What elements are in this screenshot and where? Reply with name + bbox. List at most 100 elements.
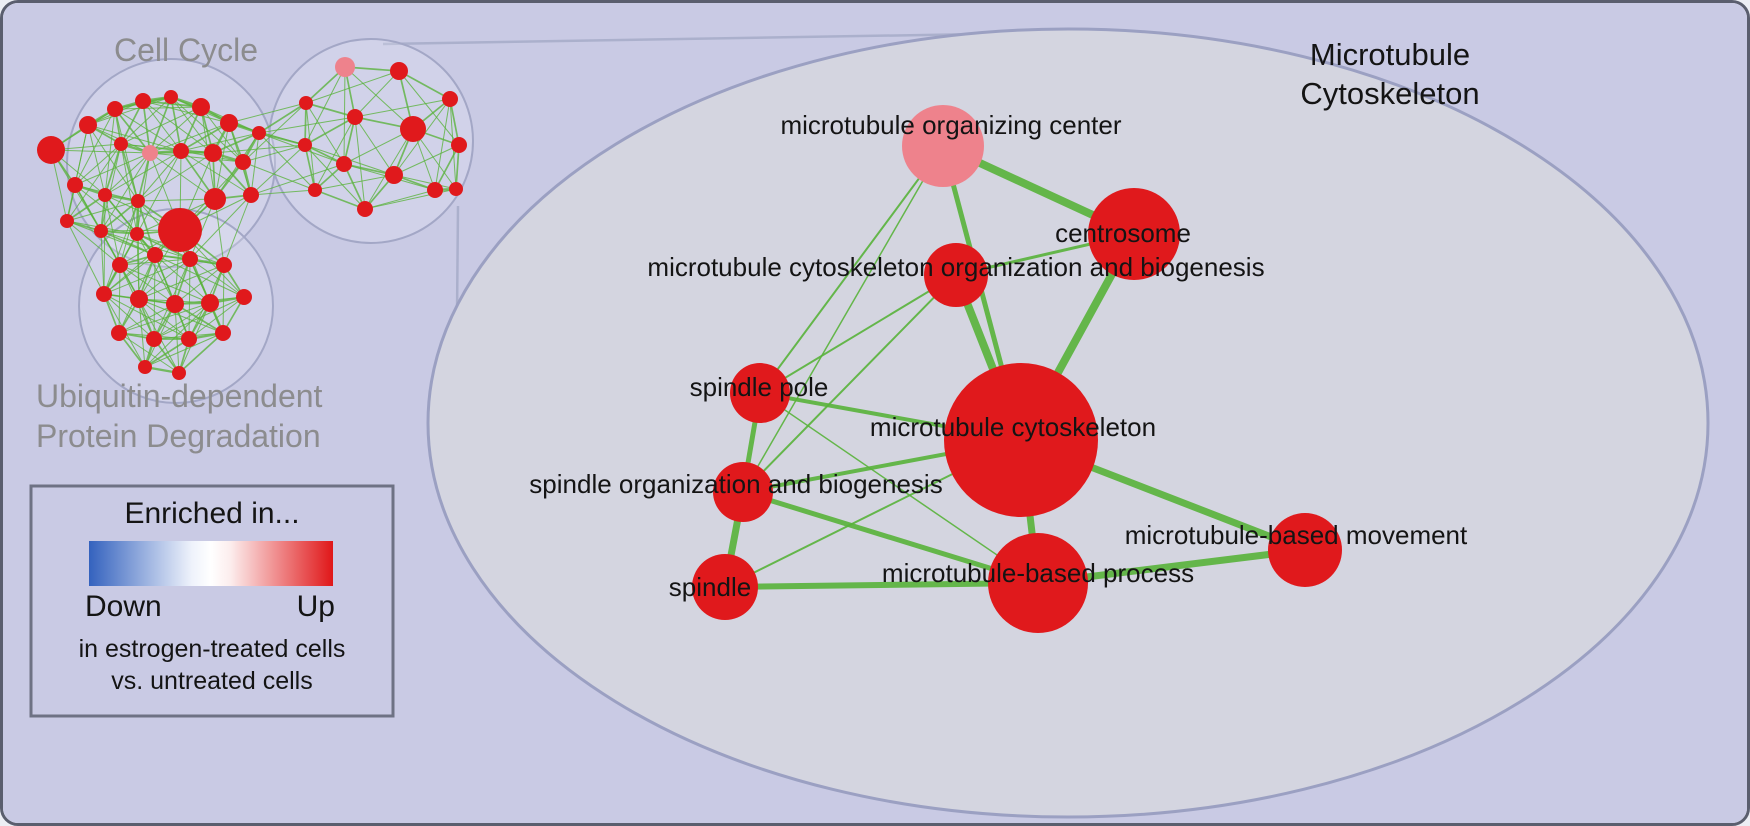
mini-node-18[interactable] — [60, 214, 74, 228]
mini-edge-16-39 — [214, 198, 225, 266]
node-mbp[interactable] — [988, 533, 1088, 633]
mini-edge-17-29 — [250, 144, 306, 196]
mini-node-33[interactable] — [449, 182, 463, 196]
mini-node-37[interactable] — [147, 247, 163, 263]
mini-edge-40-47 — [103, 293, 190, 340]
mini-edge-42-45 — [118, 303, 176, 334]
mini-node-4[interactable] — [164, 90, 178, 104]
mini-node-8[interactable] — [114, 137, 128, 151]
node-sob[interactable] — [713, 462, 773, 522]
mini-edge-0-9 — [50, 149, 151, 154]
mini-node-19[interactable] — [94, 224, 108, 238]
node-mc[interactable] — [944, 363, 1098, 517]
mini-edge-31-33 — [393, 174, 457, 190]
mini-edge-7-26 — [258, 116, 356, 134]
node-moc[interactable] — [902, 105, 984, 187]
mini-node-27[interactable] — [400, 116, 426, 142]
mini-edge-36-43 — [119, 264, 211, 304]
mini-node-41[interactable] — [130, 290, 148, 308]
mini-edge-23-26 — [354, 70, 400, 118]
mini-edge-23-28 — [398, 70, 460, 146]
mini-edge-43-45 — [118, 302, 211, 334]
mini-node-47[interactable] — [181, 331, 197, 347]
mini-edge-4-9 — [149, 96, 172, 154]
mini-edge-3-10 — [142, 100, 182, 152]
mini-edge-38-47 — [188, 258, 191, 340]
node-spindle[interactable] — [692, 554, 758, 620]
mini-node-31[interactable] — [385, 166, 403, 184]
mini-edge-25-29 — [304, 102, 307, 146]
mini-edge-39-41 — [138, 264, 225, 300]
mini-node-28[interactable] — [451, 137, 467, 153]
mini-node-13[interactable] — [67, 177, 83, 193]
mini-node-10[interactable] — [173, 143, 189, 159]
mini-node-35[interactable] — [308, 183, 322, 197]
mini-node-2[interactable] — [107, 101, 123, 117]
mini-node-3[interactable] — [135, 93, 151, 109]
mini-edge-9-16 — [149, 152, 216, 200]
mini-node-38[interactable] — [182, 251, 198, 267]
cell-cycle-cluster-label: Cell Cycle — [114, 32, 258, 68]
mini-edge-8-14 — [104, 143, 122, 196]
mini-node-48[interactable] — [215, 325, 231, 341]
mini-edge-17-38 — [189, 194, 252, 260]
edge-moc-sob — [742, 145, 944, 493]
mini-node-0[interactable] — [37, 136, 65, 164]
mini-edge-4-8 — [120, 96, 172, 145]
mini-node-21[interactable] — [158, 208, 202, 252]
mini-node-23[interactable] — [390, 62, 408, 80]
mini-node-11[interactable] — [204, 144, 222, 162]
mini-edge-12-35 — [242, 161, 316, 191]
legend: Enriched in... Down Up in estrogen-treat… — [29, 484, 395, 718]
mini-node-39[interactable] — [216, 257, 232, 273]
main-network-labels: microtubule organizing centercentrosomem… — [529, 110, 1468, 602]
mini-node-40[interactable] — [96, 286, 112, 302]
mini-node-12[interactable] — [235, 154, 251, 170]
mini-node-34[interactable] — [357, 201, 373, 217]
mini-node-9[interactable] — [142, 145, 158, 161]
mini-node-32[interactable] — [427, 182, 443, 198]
mini-node-46[interactable] — [146, 331, 162, 347]
edge-moc-spindle_pole — [759, 145, 944, 394]
mini-node-6[interactable] — [220, 114, 238, 132]
mini-node-25[interactable] — [299, 96, 313, 110]
mini-edge-43-49 — [144, 302, 211, 368]
mini-node-17[interactable] — [243, 187, 259, 203]
mini-edge-36-42 — [119, 264, 176, 305]
node-centrosome[interactable] — [1088, 188, 1180, 280]
mini-node-50[interactable] — [172, 366, 186, 380]
mini-edge-37-44 — [154, 254, 245, 298]
node-spindle_pole[interactable] — [730, 363, 790, 423]
mini-edge-44-47 — [188, 296, 245, 340]
mini-node-15[interactable] — [131, 194, 145, 208]
legend-caption-line1: in estrogen-treated cells — [79, 635, 346, 663]
mini-node-45[interactable] — [111, 325, 127, 341]
mini-edge-7-17 — [250, 132, 260, 196]
mini-node-29[interactable] — [298, 138, 312, 152]
mini-edge-2-14 — [104, 108, 116, 196]
mini-edge-24-32 — [434, 98, 451, 191]
node-mco[interactable] — [924, 243, 988, 307]
mini-node-36[interactable] — [112, 257, 128, 273]
mini-node-24[interactable] — [442, 91, 458, 107]
mini-node-16[interactable] — [204, 188, 226, 210]
mini-node-44[interactable] — [236, 289, 252, 305]
mini-node-49[interactable] — [138, 360, 152, 374]
mini-edge-32-34 — [364, 189, 436, 210]
mini-node-7[interactable] — [252, 126, 266, 140]
mini-node-30[interactable] — [336, 156, 352, 172]
mini-edge-9-20 — [136, 152, 151, 235]
mini-node-1[interactable] — [79, 116, 97, 134]
mini-node-43[interactable] — [201, 294, 219, 312]
mini-node-14[interactable] — [98, 188, 112, 202]
mini-node-26[interactable] — [347, 109, 363, 125]
mini-edge-3-9 — [142, 100, 151, 154]
node-mbm[interactable] — [1268, 513, 1342, 587]
mini-node-20[interactable] — [130, 227, 144, 241]
mini-node-22[interactable] — [335, 57, 355, 77]
mini-edge-3-11 — [142, 100, 214, 154]
node-label-mco: microtubule cytoskeleton organization an… — [647, 252, 1264, 282]
mini-edge-8-20 — [120, 143, 138, 235]
mini-node-5[interactable] — [192, 98, 210, 116]
mini-node-42[interactable] — [166, 295, 184, 313]
